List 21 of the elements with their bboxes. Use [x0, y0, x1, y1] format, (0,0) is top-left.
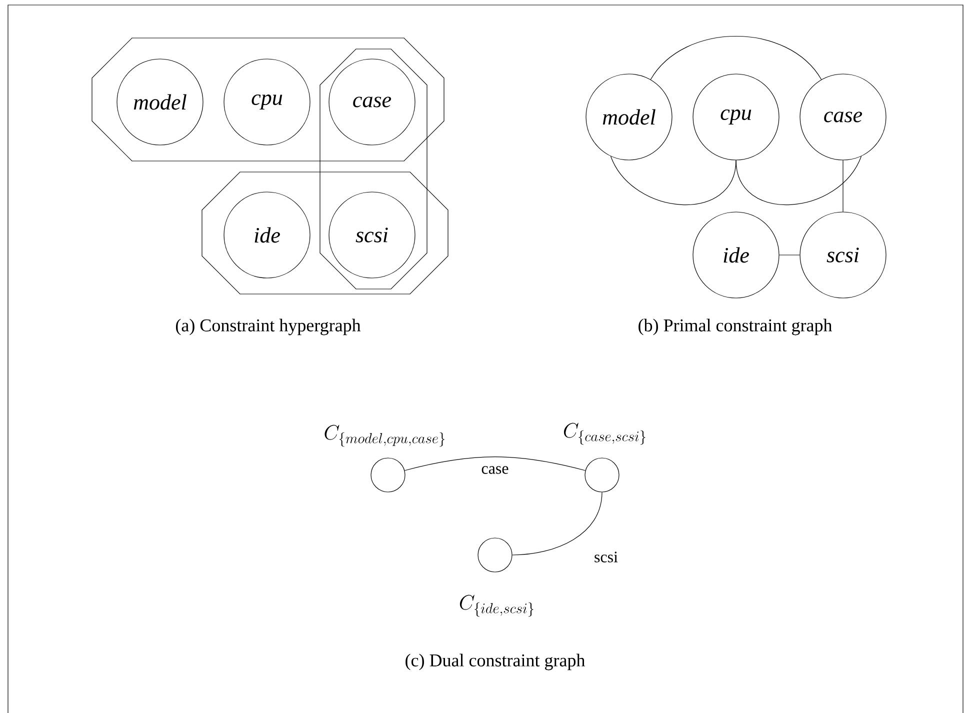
- hyperedge-octagon: [320, 48, 428, 290]
- connector-line: [650, 36, 822, 80]
- hyperedge-octagon: [92, 38, 444, 162]
- subfigure-caption: (a) Constraint hypergraph: [176, 318, 361, 336]
- connector-line: [842, 160, 844, 212]
- constraint-label: $C_{\{model,cpu,case\}}$: [324, 424, 445, 447]
- constraint-circle: [584, 458, 620, 492]
- connector-line: [404, 456, 586, 471]
- connector-line: [512, 492, 602, 556]
- subfigure-caption: (c) Dual constraint graph: [406, 654, 585, 670]
- constraint-circle: [478, 538, 512, 572]
- connector-line: [610, 156, 736, 205]
- constraint-label: $C_{\{case,scsi\}}$: [564, 422, 646, 445]
- constraint-circle: [370, 458, 406, 492]
- connector-line: [779, 254, 800, 256]
- hyperedge-octagon: [202, 172, 448, 294]
- connector-line: [736, 156, 862, 205]
- edge-label: case: [482, 466, 508, 474]
- edge-label: scsi: [594, 552, 618, 562]
- subfigure-caption: (b) Primal constraint graph: [638, 318, 832, 336]
- constraint-label: $C_{\{ide,scsi\}}$: [460, 594, 534, 617]
